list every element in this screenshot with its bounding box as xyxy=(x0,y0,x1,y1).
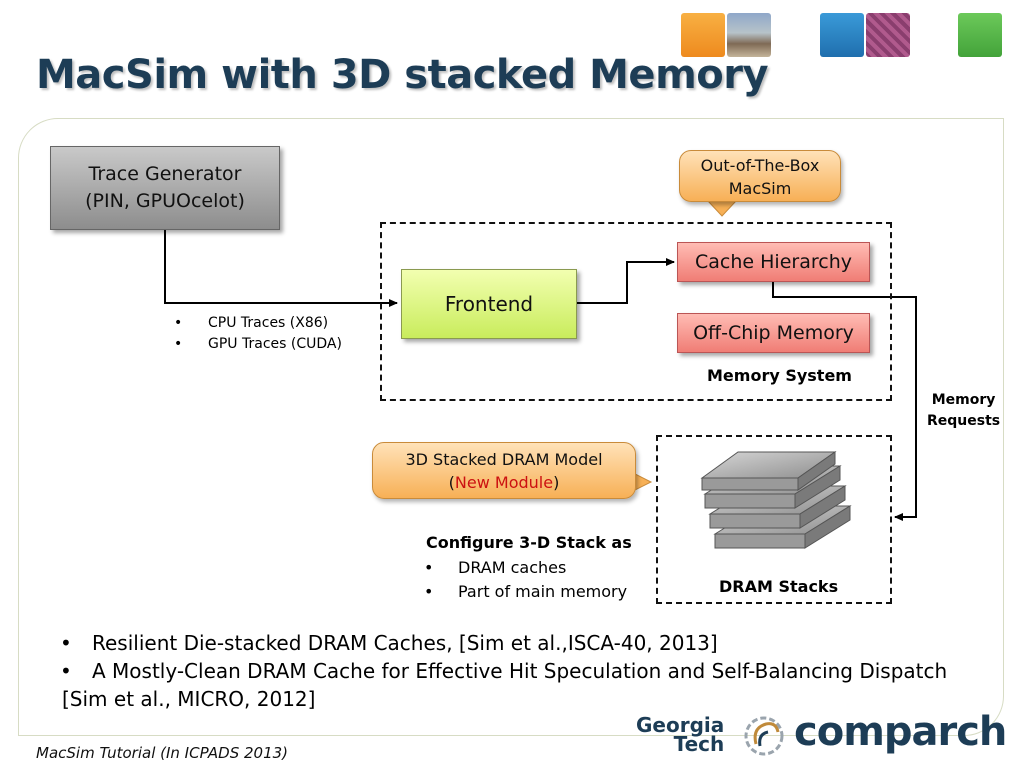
new-module-highlight: New Module xyxy=(454,473,554,492)
dram-layer-1 xyxy=(700,451,837,491)
trace-type-cpu: CPU Traces (X86) xyxy=(174,313,342,334)
header-tile-photo-chip xyxy=(866,13,910,57)
macsim-system-region xyxy=(380,222,892,401)
trace-type-list: CPU Traces (X86) GPU Traces (CUDA) xyxy=(174,313,342,355)
memory-requests-arrow xyxy=(772,282,917,521)
callout-dram-model: 3D Stacked DRAM Model (New Module) xyxy=(372,442,636,499)
cache-hierarchy-box: Cache Hierarchy xyxy=(677,242,870,282)
configure-option-dram-caches: DRAM caches xyxy=(424,556,627,580)
callout-dram-line1: 3D Stacked DRAM Model xyxy=(405,450,603,469)
content-frame xyxy=(18,118,1004,736)
trace-type-gpu: GPU Traces (CUDA) xyxy=(174,334,342,355)
offchip-memory-box: Off-Chip Memory xyxy=(677,313,870,353)
configure-option-main-memory: Part of main memory xyxy=(424,580,627,604)
callout-macsim-line1: Out-of-The-Box xyxy=(700,156,820,175)
memory-requests-line1: Memory xyxy=(931,392,996,408)
comparch-swirl-icon xyxy=(744,716,784,756)
memory-requests-label: Memory Requests xyxy=(927,390,1000,432)
cache-hierarchy-label: Cache Hierarchy xyxy=(695,251,852,273)
trace-to-frontend-arrow xyxy=(164,230,398,307)
frontend-label: Frontend xyxy=(444,292,534,316)
georgia-tech-line1: Georgia xyxy=(636,713,725,737)
trace-generator-tools: (PIN, GPUOcelot) xyxy=(85,190,245,212)
configure-options-list: DRAM caches Part of main memory xyxy=(424,556,627,604)
memory-requests-line2: Requests xyxy=(927,413,1001,429)
header-tile-photo-building xyxy=(727,13,771,57)
frontend-box: Frontend xyxy=(401,269,577,339)
references-list: Resilient Die-stacked DRAM Caches, [Sim … xyxy=(58,629,947,713)
configure-heading: Configure 3-D Stack as xyxy=(426,533,632,552)
reference-micro-continuation: [Sim et al., MICRO, 2012] xyxy=(62,687,316,711)
reference-isca: Resilient Die-stacked DRAM Caches, [Sim … xyxy=(58,629,947,657)
header-tile-blue xyxy=(820,13,864,57)
callout-macsim: Out-of-The-Box MacSim xyxy=(679,150,841,202)
dram-stacks-label: DRAM Stacks xyxy=(719,577,839,596)
dram-stacks-graphic xyxy=(700,451,852,549)
georgia-tech-line2: Tech xyxy=(673,732,725,756)
callout-dram-pointer xyxy=(634,473,653,491)
slide-title: MacSim with 3D stacked Memory xyxy=(36,52,769,98)
trace-generator-box: Trace Generator (PIN, GPUOcelot) xyxy=(50,146,280,230)
offchip-memory-label: Off-Chip Memory xyxy=(693,322,854,344)
header-tile-green xyxy=(958,13,1002,57)
header-tile-orange xyxy=(681,13,725,57)
callout-dram-line2: (New Module) xyxy=(448,473,560,492)
callout-macsim-pointer xyxy=(706,200,738,217)
frontend-to-cache-arrow xyxy=(577,258,675,304)
georgia-tech-logo: Georgia Tech xyxy=(636,713,725,756)
slide-footer: MacSim Tutorial (In ICPADS 2013) xyxy=(36,744,289,762)
reference-micro: A Mostly-Clean DRAM Cache for Effective … xyxy=(58,657,947,685)
dram-stack-region xyxy=(656,435,892,604)
callout-macsim-line2: MacSim xyxy=(728,179,792,198)
trace-generator-label: Trace Generator xyxy=(88,163,242,185)
memory-system-label: Memory System xyxy=(707,366,852,385)
comparch-logo: comparch xyxy=(794,709,1007,755)
